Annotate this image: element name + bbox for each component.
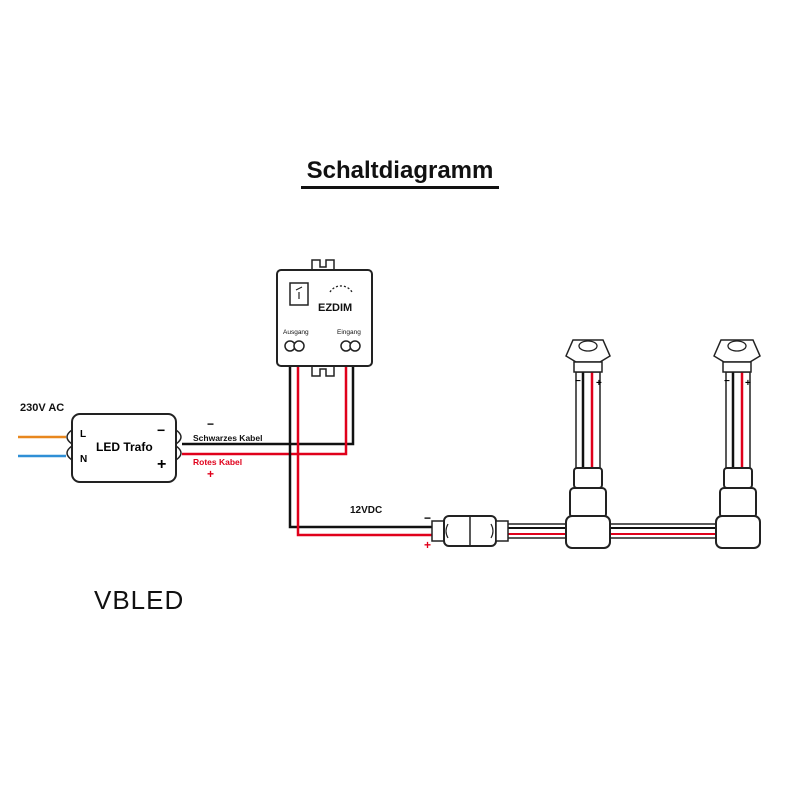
dimmer-terminals [284, 340, 361, 352]
trafo-label: LED Trafo [96, 440, 153, 454]
trafo-n-label: N [80, 454, 87, 465]
led-trafo: L N LED Trafo − + [66, 413, 182, 483]
spot-1-plus: + [596, 378, 602, 389]
spot-1-minus: − [575, 376, 581, 387]
trafo-dimmer-wires [182, 350, 355, 456]
diagram-title-text: Schaltdiagramm [300, 157, 500, 189]
dimmer-in-label: Eingang [337, 329, 361, 336]
black-cable-label: Schwarzes Kabel [193, 433, 262, 443]
spot-2-plus: + [745, 378, 751, 389]
diagram-title: Schaltdiagramm [0, 157, 800, 189]
trafo-plus: + [157, 456, 166, 473]
spot-1: − + [565, 339, 611, 549]
trafo-minus: − [157, 422, 165, 438]
mains-label: 230V AC [20, 402, 64, 414]
cable-minus-sign: − [207, 417, 214, 431]
dc-plus-sign: + [424, 538, 431, 552]
spot-2-minus: − [724, 376, 730, 387]
dimmer-output-wires [288, 350, 432, 537]
mains-wires [18, 435, 66, 458]
vbled-logo: VBLED [94, 585, 184, 615]
dimmer-out-label: Ausgang [283, 329, 309, 336]
dc-label: 12VDC [350, 505, 382, 516]
red-cable-label: Rotes Kabel [193, 457, 242, 467]
dimmer-brand: EZDIM [318, 302, 352, 314]
trafo-l-label: L [80, 429, 86, 440]
dc-minus-sign: − [424, 511, 431, 525]
inline-connector [431, 515, 509, 547]
spot-2: − + [713, 339, 761, 549]
bus-cable [504, 523, 721, 539]
ezdim-dimmer: EZDIM Ausgang Eingang [276, 259, 373, 377]
cable-plus-sign: + [207, 467, 214, 481]
